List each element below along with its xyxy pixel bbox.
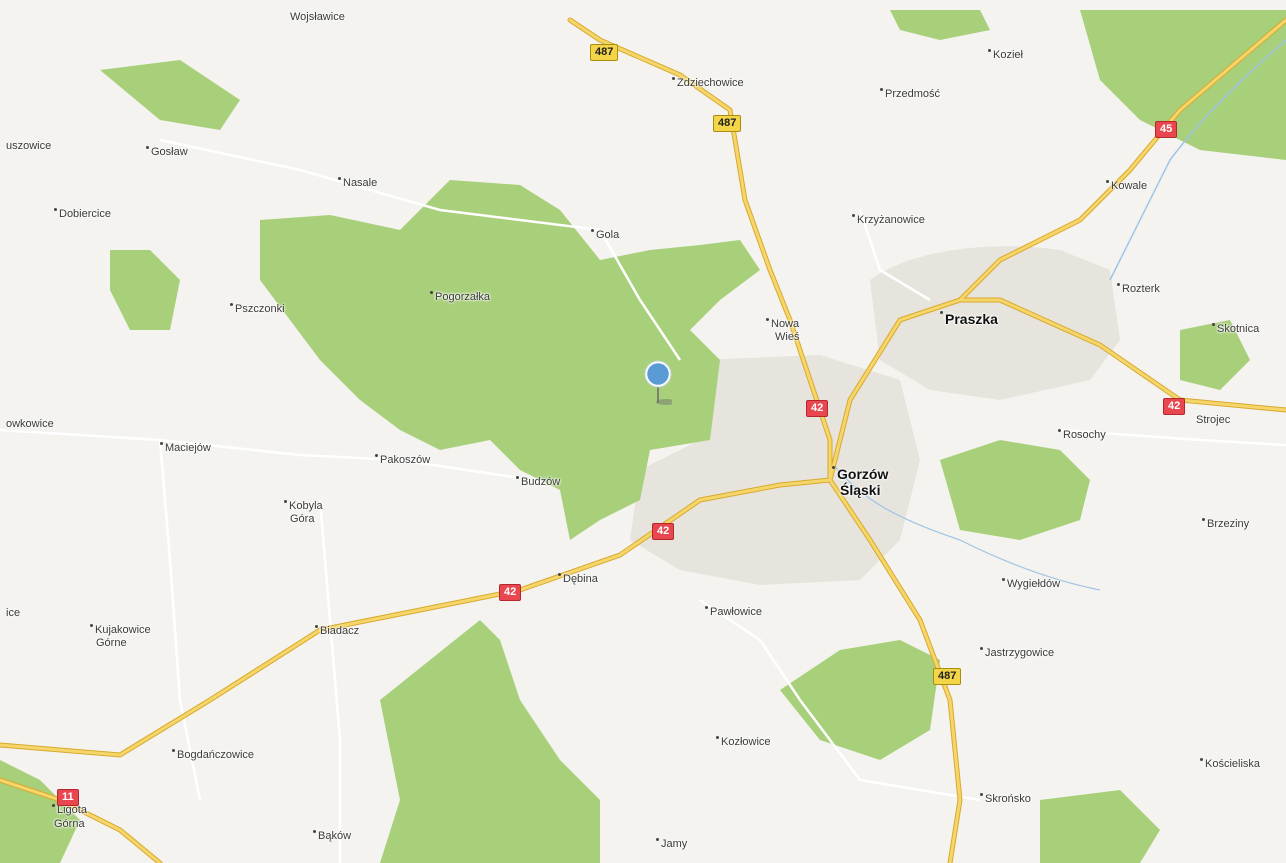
place-label[interactable]: Brzeziny	[1202, 518, 1249, 531]
place-label[interactable]: Skotnica	[1212, 323, 1259, 336]
place-label[interactable]: Rozterk	[1117, 283, 1160, 296]
road-shield: 42	[806, 400, 829, 417]
place-label[interactable]: ice	[6, 607, 21, 619]
place-label[interactable]: owkowice	[6, 418, 54, 430]
place-label[interactable]: Skrońsko	[980, 793, 1031, 806]
river-2	[829, 459, 1101, 591]
place-label[interactable]: Góra	[290, 513, 315, 525]
forest-far-east	[1180, 320, 1250, 390]
place-label[interactable]: Strojec	[1196, 414, 1231, 426]
place-label[interactable]: Jamy	[656, 838, 687, 851]
forest-south-east-2	[1040, 790, 1160, 863]
place-label[interactable]: Maciejów	[160, 442, 211, 455]
road-shield: 42	[1163, 398, 1186, 415]
place-label[interactable]: Nowa	[766, 318, 799, 331]
forest-southeast	[780, 640, 940, 760]
place-label[interactable]: Przedmość	[880, 88, 940, 101]
forest-northeast	[1080, 10, 1286, 160]
place-label[interactable]: Gosław	[146, 146, 188, 159]
forest-northwest	[100, 60, 240, 130]
place-label[interactable]: Budzów	[516, 476, 560, 489]
place-label[interactable]: Pogorzałka	[430, 291, 490, 304]
forest-north	[890, 10, 990, 40]
place-label[interactable]: Kujakowice	[90, 624, 151, 637]
place-label[interactable]: Krzyżanowice	[852, 214, 925, 227]
place-label[interactable]: Dębina	[558, 573, 598, 586]
place-label[interactable]: Górna	[54, 818, 85, 830]
place-label[interactable]: Wojsławice	[290, 11, 345, 23]
place-label[interactable]: uszowice	[6, 140, 52, 152]
place-label[interactable]: Gola	[591, 229, 619, 242]
urban-area-praszka	[870, 246, 1120, 400]
place-label[interactable]: Pszczonki	[230, 303, 285, 316]
place-label[interactable]: Kozłowice	[716, 736, 771, 749]
road-shield: 487	[933, 668, 962, 685]
road-shield: 487	[590, 44, 619, 61]
town-label[interactable]: Gorzów	[832, 466, 888, 482]
place-label[interactable]: Wygiełdów	[1002, 578, 1060, 591]
minor-roads	[0, 138, 1286, 863]
place-label[interactable]: Bąków	[313, 830, 351, 843]
forest-east	[940, 440, 1090, 540]
road-shield: 42	[499, 584, 522, 601]
place-label[interactable]: Biadacz	[315, 625, 359, 638]
place-label[interactable]: Bogdańczowice	[172, 749, 254, 762]
forest-main	[260, 180, 760, 540]
place-label[interactable]: Kozieł	[988, 49, 1023, 62]
town-label[interactable]: Praszka	[940, 311, 998, 327]
river	[1109, 39, 1286, 281]
place-label[interactable]: Pakoszów	[375, 454, 430, 467]
place-label[interactable]: Kowale	[1106, 180, 1147, 193]
map-pin-icon[interactable]	[644, 360, 672, 406]
place-label[interactable]: Kościeliska	[1200, 758, 1260, 771]
place-label[interactable]: Wieś	[775, 331, 800, 343]
place-label[interactable]: Pawłowice	[705, 606, 762, 619]
place-label[interactable]: Dobiercice	[54, 208, 111, 221]
town-label[interactable]: Śląski	[840, 482, 881, 498]
place-label[interactable]: Kobyla	[284, 500, 323, 513]
place-label[interactable]: Ligota	[52, 804, 87, 817]
forest-west	[110, 250, 180, 330]
place-label[interactable]: Jastrzygowice	[980, 647, 1054, 660]
place-label[interactable]: Górne	[96, 637, 127, 649]
place-label[interactable]: Rosochy	[1058, 429, 1106, 442]
road-shield: 487	[713, 115, 742, 132]
forest-south	[380, 620, 600, 863]
place-label[interactable]: Zdziechowice	[672, 77, 744, 90]
road-shield: 42	[652, 523, 675, 540]
road-shield: 11	[57, 789, 79, 806]
road-shield: 45	[1155, 121, 1178, 138]
place-label[interactable]: Nasale	[338, 177, 377, 190]
